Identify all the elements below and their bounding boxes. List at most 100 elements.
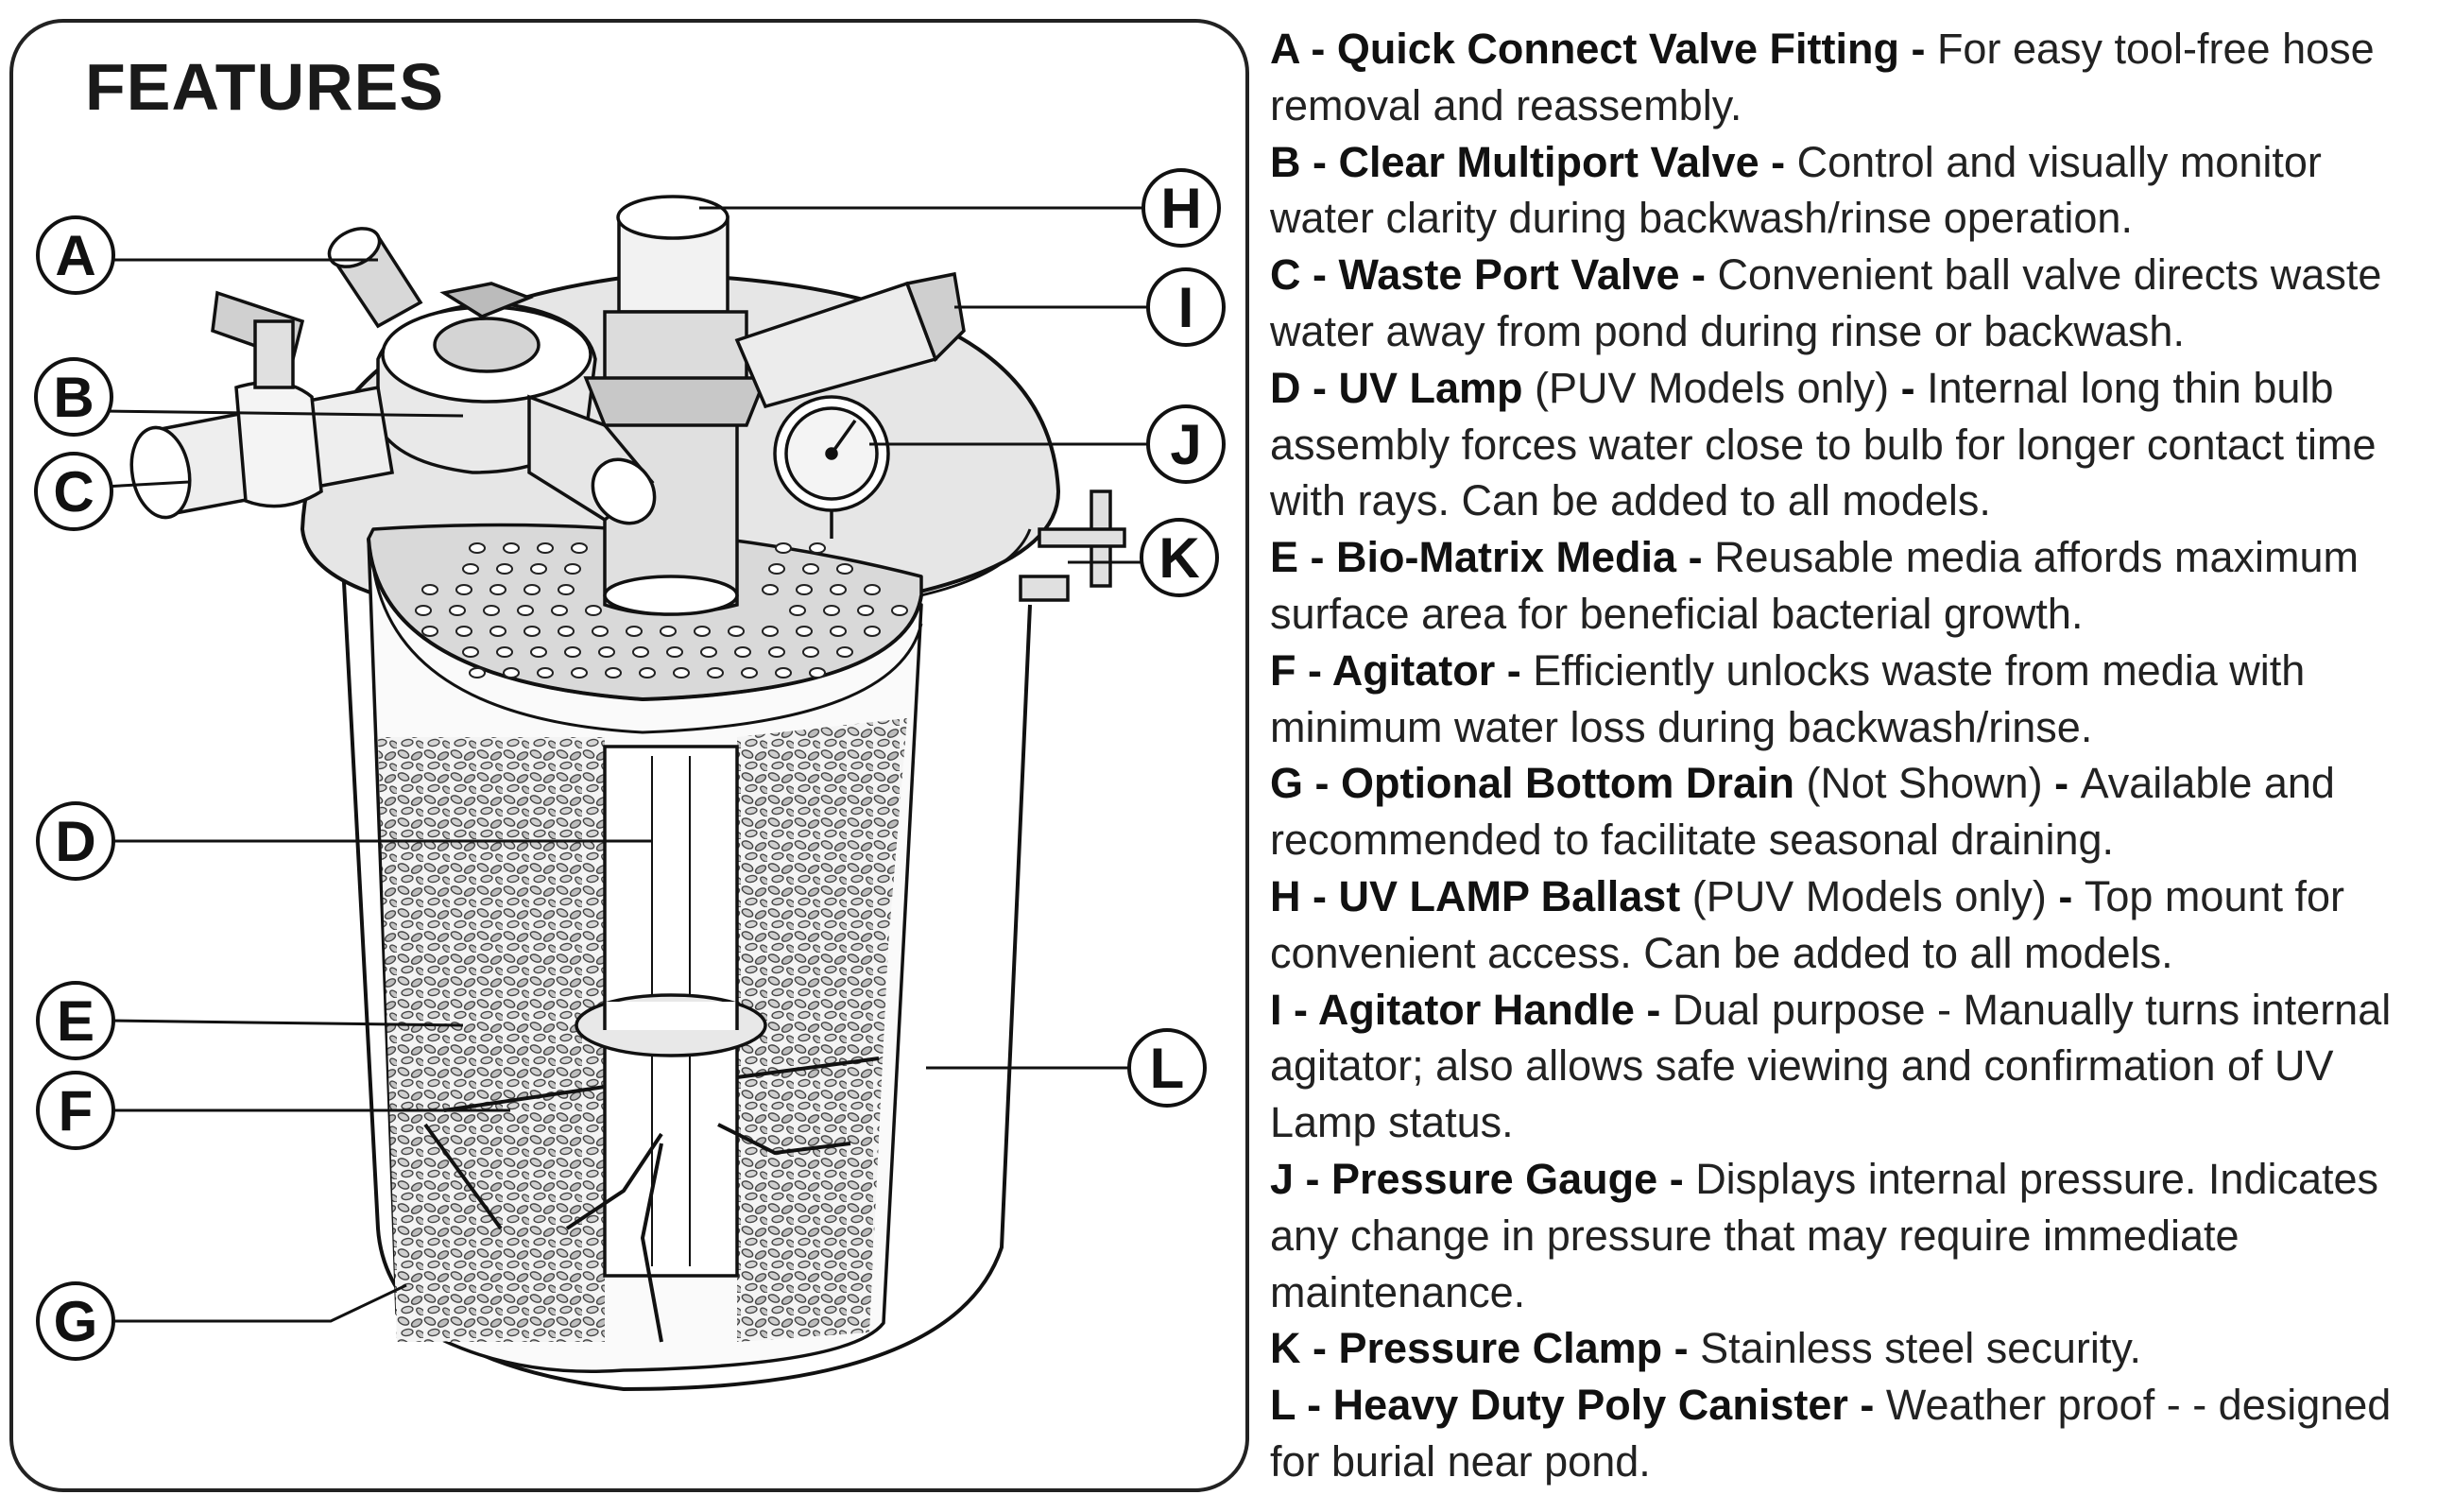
plate-hole — [694, 626, 711, 637]
feature-list: A - Quick Connect Valve Fitting - For ea… — [1270, 21, 2428, 1490]
callout-circle — [36, 801, 115, 881]
features-title: FEATURES — [85, 50, 445, 124]
plate-hole — [700, 646, 717, 658]
feature-item-h: H - UV LAMP Ballast (PUV Models only) - … — [1270, 868, 2428, 982]
callout-c: C — [34, 452, 113, 531]
callout-letter: F — [59, 1079, 94, 1143]
feature-note: (PUV Models only) — [1680, 871, 2047, 920]
plate-hole — [626, 626, 643, 637]
plate-hole — [592, 626, 609, 637]
plate-hole — [802, 646, 819, 658]
plate-hole — [864, 626, 881, 637]
agitator-handle — [734, 271, 966, 409]
feature-separator: - — [1898, 25, 1937, 73]
plate-hole — [558, 584, 575, 595]
plate-hole — [605, 667, 622, 679]
multiport-valve — [327, 227, 597, 474]
callout-k: K — [1140, 518, 1219, 597]
feature-description: Displays internal pressure. Indicates an… — [1270, 1154, 2379, 1316]
plate-hole — [775, 667, 792, 679]
panel-border — [9, 19, 1249, 1492]
callout-letter: E — [57, 989, 94, 1053]
plate-hole — [530, 563, 547, 575]
feature-separator: - — [1662, 1324, 1701, 1373]
plate-hole — [523, 626, 541, 637]
plate-hole — [523, 584, 541, 595]
plate-hole — [762, 584, 779, 595]
plate-hole — [564, 563, 581, 575]
callout-circle — [1146, 267, 1226, 347]
feature-name: C - Waste Port Valve — [1270, 250, 1680, 300]
feature-description: Weather proof - - designed for burial ne… — [1270, 1381, 2392, 1486]
callout-circle — [34, 452, 113, 531]
plate-hole — [469, 542, 486, 554]
plate-hole — [768, 646, 785, 658]
feature-item-b: B - Clear Multiport Valve - Control and … — [1270, 134, 2428, 248]
callout-b: B — [34, 357, 113, 437]
callout-e: E — [36, 981, 115, 1060]
plate-hole — [455, 584, 472, 595]
callout-circle — [1146, 404, 1226, 484]
plate-hole — [802, 563, 819, 575]
plate-hole — [489, 584, 506, 595]
plate-hole — [660, 626, 677, 637]
pressure-gauge — [773, 395, 890, 539]
feature-item-f: F - Agitator - Efficiently unlocks waste… — [1270, 643, 2428, 756]
plate-hole — [598, 646, 615, 658]
feature-item-d: D - UV Lamp (PUV Models only) - Internal… — [1270, 360, 2428, 529]
feature-separator: - — [1889, 363, 1928, 412]
feature-item-j: J - Pressure Gauge - Displays internal p… — [1270, 1151, 2428, 1320]
feature-note: (Not Shown) — [1793, 759, 2043, 808]
plate-hole — [462, 563, 479, 575]
plate-hole — [823, 605, 840, 616]
plate-hole — [551, 605, 568, 616]
plate-hole — [537, 542, 554, 554]
callout-j: J — [1146, 404, 1226, 484]
plate-hole — [836, 646, 853, 658]
feature-name: H - UV LAMP Ballast — [1270, 871, 1681, 920]
feature-separator: - — [1679, 250, 1718, 300]
plate-hole — [830, 626, 847, 637]
plate-hole — [415, 605, 432, 616]
plate-hole — [564, 646, 581, 658]
callout-letter: H — [1160, 177, 1201, 240]
feature-description: Top mount for convenient access. Can be … — [1270, 871, 2345, 977]
feature-description: Stainless steel security. — [1700, 1324, 2142, 1373]
plate-hole — [517, 605, 534, 616]
plate-hole — [809, 542, 826, 554]
callout-circle — [34, 357, 113, 437]
feature-name: D - UV Lamp — [1270, 363, 1523, 412]
callout-letter: J — [1170, 413, 1201, 476]
feature-item-a: A - Quick Connect Valve Fitting - For ea… — [1270, 21, 2428, 134]
callout-l: L — [1127, 1028, 1207, 1108]
callout-letter: K — [1158, 526, 1199, 590]
plate-hole — [830, 584, 847, 595]
callout-letter: B — [53, 366, 94, 429]
callout-h: H — [1141, 168, 1221, 248]
feature-item-e: E - Bio-Matrix Media - Reusable media af… — [1270, 529, 2428, 643]
plate-hole — [857, 605, 874, 616]
plate-hole — [734, 646, 751, 658]
callout-letter: D — [55, 810, 95, 873]
feature-name: B - Clear Multiport Valve — [1270, 137, 1759, 186]
feature-item-k: K - Pressure Clamp - Stainless steel sec… — [1270, 1320, 2428, 1377]
agitator-arms — [423, 1057, 880, 1343]
feature-description: Control and visually monitor water clari… — [1270, 137, 2322, 243]
plate-hole — [496, 646, 513, 658]
plate-hole — [421, 584, 438, 595]
plate-hole — [489, 626, 506, 637]
plate-hole — [469, 667, 486, 679]
callout-g: G — [36, 1281, 115, 1361]
plate-hole — [558, 626, 575, 637]
feature-name: I - Agitator Handle — [1270, 985, 1635, 1034]
feature-name: F - Agitator — [1270, 645, 1496, 695]
feature-description: Reusable media affords maximum surface a… — [1270, 533, 2360, 638]
plate-hole — [796, 584, 813, 595]
side-fitting — [527, 394, 657, 525]
plate-hole — [673, 667, 690, 679]
plate-hole — [585, 605, 602, 616]
feature-name: J - Pressure Gauge — [1270, 1154, 1658, 1203]
feature-description: Internal long thin bulb assembly forces … — [1270, 363, 2377, 525]
plate-hole — [762, 626, 779, 637]
